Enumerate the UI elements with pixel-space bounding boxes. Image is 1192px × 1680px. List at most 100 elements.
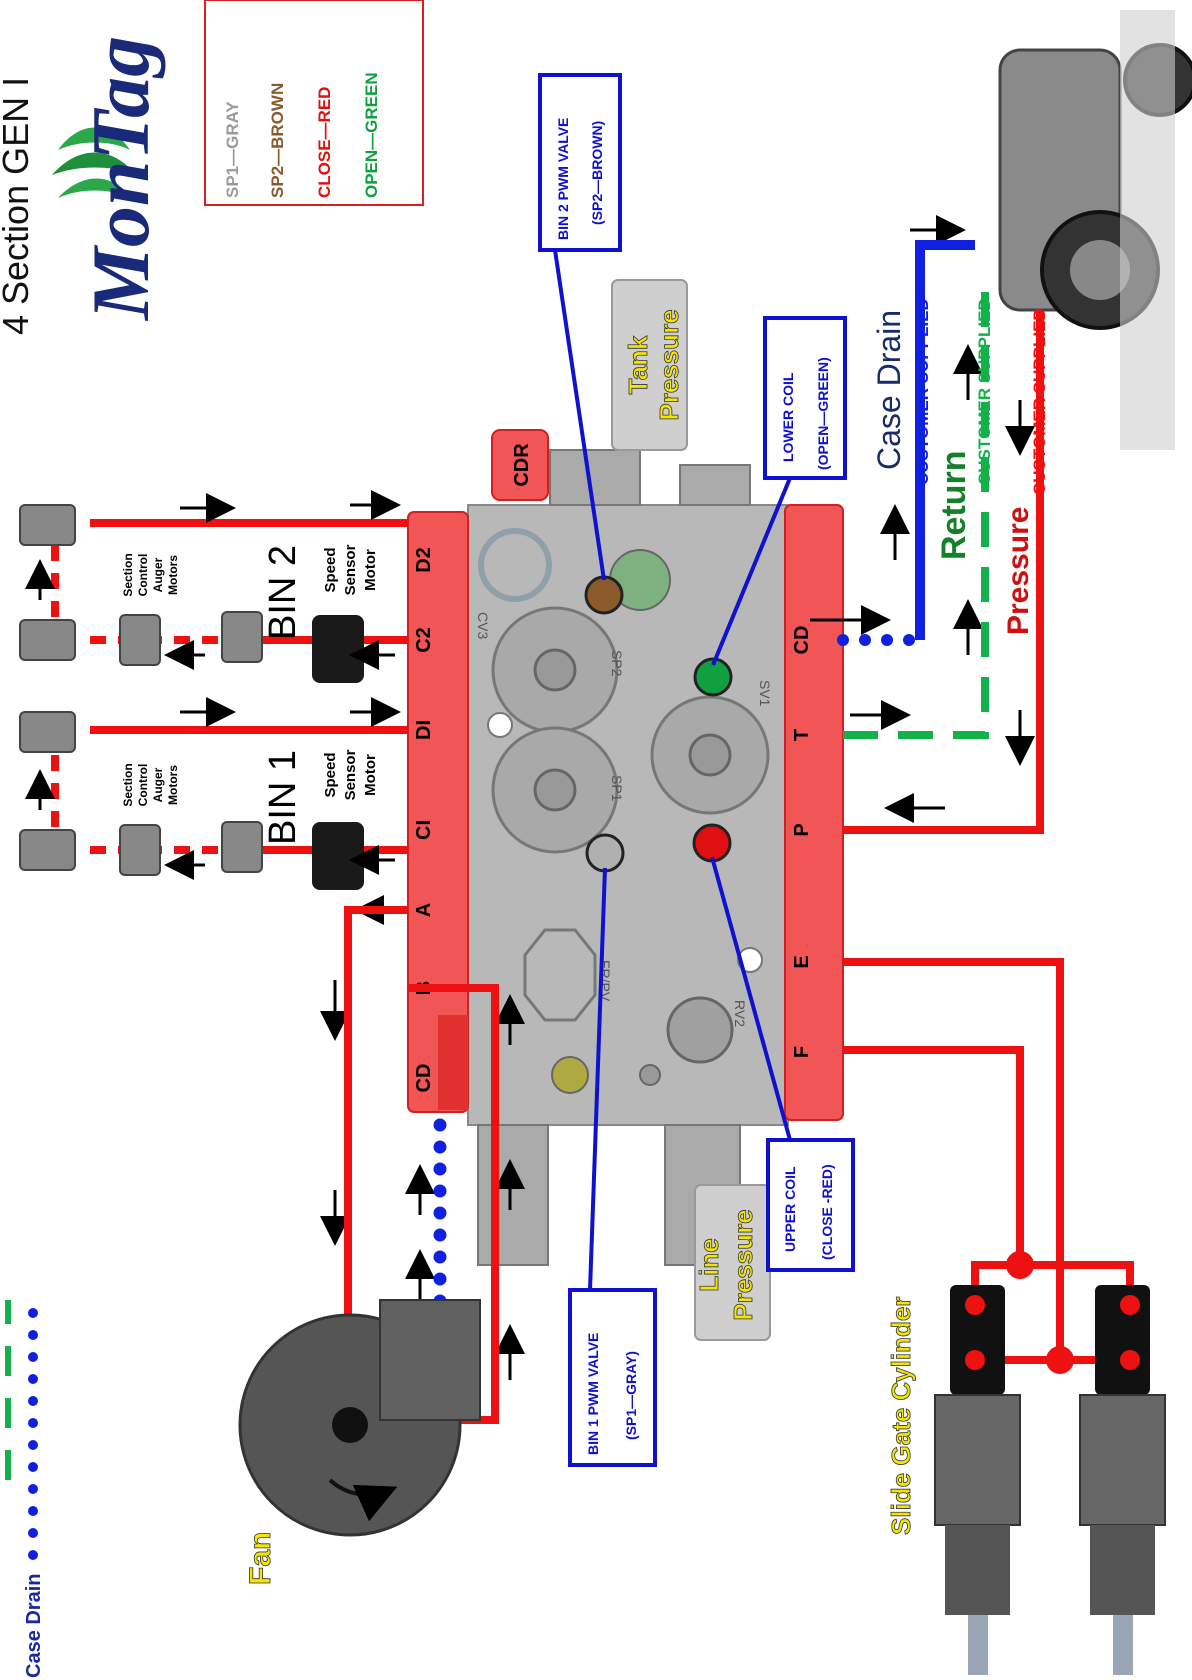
port-c2: C2 xyxy=(413,627,435,653)
section-label-1b: Section xyxy=(121,763,135,806)
speed-label-1: Speed xyxy=(322,547,339,592)
case-drain-label: Case Drain xyxy=(871,310,907,470)
tank-pressure-label-2: Pressure xyxy=(654,309,684,420)
port-ci: CI xyxy=(413,820,435,840)
motor-ci-outer xyxy=(19,829,76,871)
label-sp2: SP2 xyxy=(609,650,625,677)
bin1-label: BIN 1 xyxy=(262,750,304,845)
section-label-3: Auger xyxy=(151,557,165,592)
label-rv2: RV2 xyxy=(732,1000,748,1027)
speed-label-3: Motor xyxy=(362,549,379,591)
section-label-2b: Control xyxy=(136,764,150,807)
line-legend: Case Drain xyxy=(5,1295,45,1679)
callout-upper-line1: UPPER COIL xyxy=(782,1166,798,1252)
color-legend: SP1—GRAY SP2—BROWN CLOSE—RED OPEN—GREEN xyxy=(204,0,424,206)
right-port-band xyxy=(784,504,844,1121)
callout-bin1-valve: BIN 1 PWM VALVE (SP1—GRAY) xyxy=(568,867,657,1467)
callout-bin2-valve: BIN 2 PWM VALVE (SP2—BROWN) xyxy=(538,73,622,581)
speed-label-1b: Speed xyxy=(322,752,339,797)
return-label: Return xyxy=(935,450,973,560)
callout-lower-line2: (OPEN—GREEN) xyxy=(815,357,831,470)
section-label-4b: Motors xyxy=(166,765,180,805)
customer-supplied-blue: CUSTOMER SUPPLIED xyxy=(913,298,932,485)
speed-sensor-label-bin2: Speed Sensor Motor xyxy=(322,544,379,595)
port-cd-right: CD xyxy=(791,626,813,655)
motor-c2-outer xyxy=(19,619,76,661)
logo-text: MonTag xyxy=(75,36,166,322)
valve-cv3 xyxy=(478,528,552,602)
label-cv3: CV3 xyxy=(475,612,491,639)
legend-sp2: SP2—BROWN xyxy=(268,83,287,198)
port-di: DI xyxy=(413,720,435,740)
section-label-3b: Auger xyxy=(151,767,165,802)
auger-motors xyxy=(19,504,263,876)
section-control-motor-bin1 xyxy=(119,824,161,876)
page-title: 4 Section GEN I xyxy=(0,77,36,335)
port-t: T xyxy=(791,729,813,741)
motor-d2 xyxy=(19,504,76,546)
section-label-2: Control xyxy=(136,554,150,597)
port-cd-left: CD xyxy=(413,1064,435,1093)
speed-sensor-bin1 xyxy=(312,822,364,890)
cdr-box xyxy=(491,429,549,501)
callout-bin1-line2: (SP1—GRAY) xyxy=(623,1351,639,1440)
slide-gate-label: Slide Gate Cylinder xyxy=(886,1297,916,1535)
fan xyxy=(238,1299,481,1537)
port-a: A xyxy=(413,903,435,917)
callout-lower-line1: LOWER COIL xyxy=(780,372,796,462)
section-control-motor-bin1b xyxy=(221,821,263,873)
speed-label-3b: Motor xyxy=(362,754,379,796)
pressure-label: Pressure xyxy=(1002,507,1035,635)
bin2-label: BIN 2 xyxy=(262,545,304,640)
label-sp1: SP1 xyxy=(609,775,625,802)
flow-arrows xyxy=(25,215,1035,1380)
section-label-1: Section xyxy=(121,553,135,596)
speed-sensor-bin2 xyxy=(312,615,364,683)
port-f: F xyxy=(791,1046,813,1058)
legend-open: OPEN—GREEN xyxy=(362,72,381,198)
valve-rv2 xyxy=(666,996,734,1064)
callout-bin1-line1: BIN 1 PWM VALVE xyxy=(585,1333,601,1455)
section-control-motor-bin2 xyxy=(119,614,161,666)
port-p: P xyxy=(791,823,813,836)
port-e: E xyxy=(791,955,813,968)
coil-sp1-gray xyxy=(585,833,625,873)
speed-label-2b: Sensor xyxy=(342,749,359,800)
callout-bin2-line2: (SP2—BROWN) xyxy=(589,121,605,225)
label-sv1: SV1 xyxy=(757,680,773,707)
header: 4 Section GEN I MonTag xyxy=(0,36,166,335)
callout-bin2-line1: BIN 2 PWM VALVE xyxy=(555,118,571,240)
section-motor-label-bin1: Section Control Auger Motors xyxy=(121,763,180,806)
montag-logo: MonTag xyxy=(52,36,166,322)
callout-upper-coil: UPPER COIL (CLOSE -RED) xyxy=(710,856,855,1272)
callout-lower-coil: LOWER COIL (OPEN—GREEN) xyxy=(711,316,847,666)
valve-fr-pv xyxy=(523,928,597,1022)
tank-pressure-gauge: Tank Pressure xyxy=(611,279,688,451)
tractor xyxy=(998,10,1192,450)
slide-gate-cylinders xyxy=(934,1285,1166,1675)
section-label-4: Motors xyxy=(166,555,180,595)
coil-open-green xyxy=(693,657,733,697)
line-pressure-label-1: Line xyxy=(694,1238,724,1291)
manifold: CV3 SP2 SV1 SP1 FR/PV RV2 D2 C2 DI CI A … xyxy=(407,429,844,1266)
line-legend-case-drain: Case Drain xyxy=(23,1574,45,1679)
coil-close-red xyxy=(692,823,732,863)
customer-supplied-red: CUSTOMER SUPPLIED xyxy=(1030,308,1049,495)
speed-label-2: Sensor xyxy=(342,544,359,595)
legend-close: CLOSE—RED xyxy=(315,87,334,198)
motor-di xyxy=(19,711,76,753)
customer-supplied-green: CUSTOMER SUPPLIED xyxy=(975,298,994,485)
tractor-hoses xyxy=(837,240,1044,834)
line-pressure-label-2: Pressure xyxy=(728,1209,758,1320)
callout-upper-line2: (CLOSE -RED) xyxy=(819,1164,835,1260)
section-motor-label-bin2: Section Control Auger Motors xyxy=(121,553,180,596)
tank-pressure-label-1: Tank xyxy=(623,335,653,394)
cdr-label: CDR xyxy=(511,443,533,487)
left-port-band xyxy=(407,511,469,1113)
legend-sp1: SP1—GRAY xyxy=(223,101,242,198)
coil-sp2-brown xyxy=(584,575,624,615)
cylinder-1 xyxy=(950,1285,1005,1395)
section-control-motor-bin2b xyxy=(221,611,263,663)
port-d2: D2 xyxy=(413,547,435,573)
